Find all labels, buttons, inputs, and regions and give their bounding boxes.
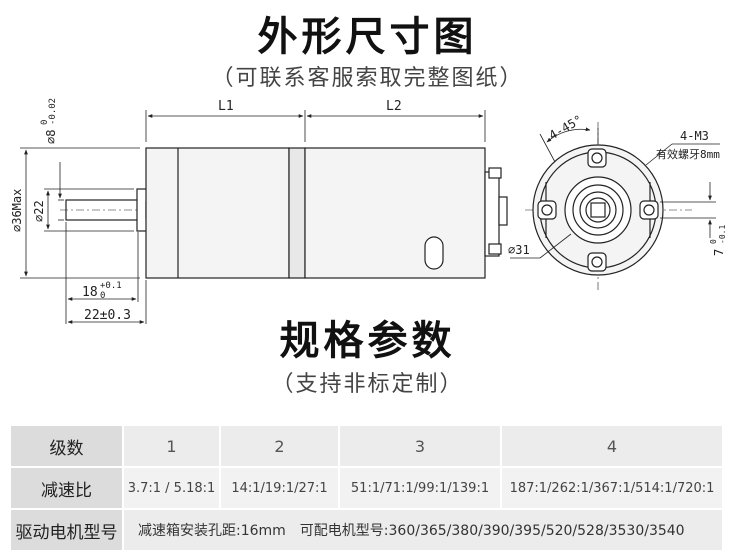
spec-subtitle: （支持非标定制）	[271, 372, 464, 397]
label-dia8-tol-lower: -0.02	[48, 98, 58, 125]
label-22: 22±0.3	[84, 308, 131, 323]
ratio-stage-2: 14:1/19:1/27:1	[221, 468, 340, 510]
label-7-tol-lower: -0.1	[718, 225, 727, 244]
motor-body	[304, 147, 486, 279]
label-dia31: ⌀31	[508, 243, 530, 257]
label-7: 7	[712, 249, 726, 256]
row-label-stage: 级数	[11, 426, 124, 468]
row-label-ratio: 减速比	[11, 468, 124, 510]
terminal-bottom	[488, 243, 502, 255]
side-view	[60, 147, 508, 279]
label-angle: 4-45°	[547, 112, 585, 142]
label-l1: L1	[218, 99, 234, 114]
stage-2: 2	[221, 426, 340, 468]
label-thread-depth: 有效螺牙8mm	[656, 147, 720, 161]
stage-4: 4	[502, 426, 724, 468]
terminal-top	[488, 167, 502, 179]
spec-title: 规格参数	[279, 318, 456, 364]
dimension-drawing: L1 L2 ⌀36Max ⌀22 ⌀8 0 -0.02 18 +0.1 0 22…	[10, 98, 727, 324]
ratio-stage-4: 187:1/262:1/367:1/514:1/720:1	[502, 468, 724, 510]
table-row-stage: 级数 1 2 3 4	[11, 426, 724, 468]
label-18-tol-upper: +0.1	[100, 281, 122, 291]
stage-1: 1	[124, 426, 221, 468]
stage-3: 3	[340, 426, 502, 468]
motor-models: 减速箱安装孔距:16mm 可配电机型号:360/365/380/390/395/…	[124, 510, 724, 552]
rear-cap	[484, 171, 500, 257]
label-18: 18	[82, 285, 98, 300]
row-label-motor: 驱动电机型号	[11, 510, 124, 552]
spec-table: 级数 1 2 3 4 减速比 3.7:1 / 5.18:1 14:1/19:1/…	[11, 426, 724, 552]
end-view	[525, 122, 692, 292]
label-dia36: ⌀36Max	[10, 189, 24, 232]
mounting-holes	[537, 148, 659, 272]
drawing-title: 外形尺寸图	[257, 14, 478, 60]
ratio-stage-3: 51:1/71:1/99:1/139:1	[340, 468, 502, 510]
table-row-ratio: 减速比 3.7:1 / 5.18:1 14:1/19:1/27:1 51:1/7…	[11, 468, 724, 510]
label-7-tol-upper: 0	[709, 239, 718, 244]
gearbox-body	[145, 147, 290, 279]
drawing-subtitle: （可联系客服索取完整图纸）	[211, 66, 524, 91]
label-dia8-tol-upper: 0	[40, 120, 50, 125]
table-row-motor: 驱动电机型号 减速箱安装孔距:16mm 可配电机型号:360/365/380/3…	[11, 510, 724, 552]
label-dia8: ⌀8	[44, 130, 58, 144]
motor-slot	[424, 236, 444, 270]
label-18-tol-lower: 0	[100, 291, 105, 301]
label-dia22: ⌀22	[32, 200, 46, 222]
label-holes: 4-M3	[680, 129, 709, 143]
ratio-stage-1: 3.7:1 / 5.18:1	[124, 468, 221, 510]
label-l2: L2	[386, 99, 402, 114]
